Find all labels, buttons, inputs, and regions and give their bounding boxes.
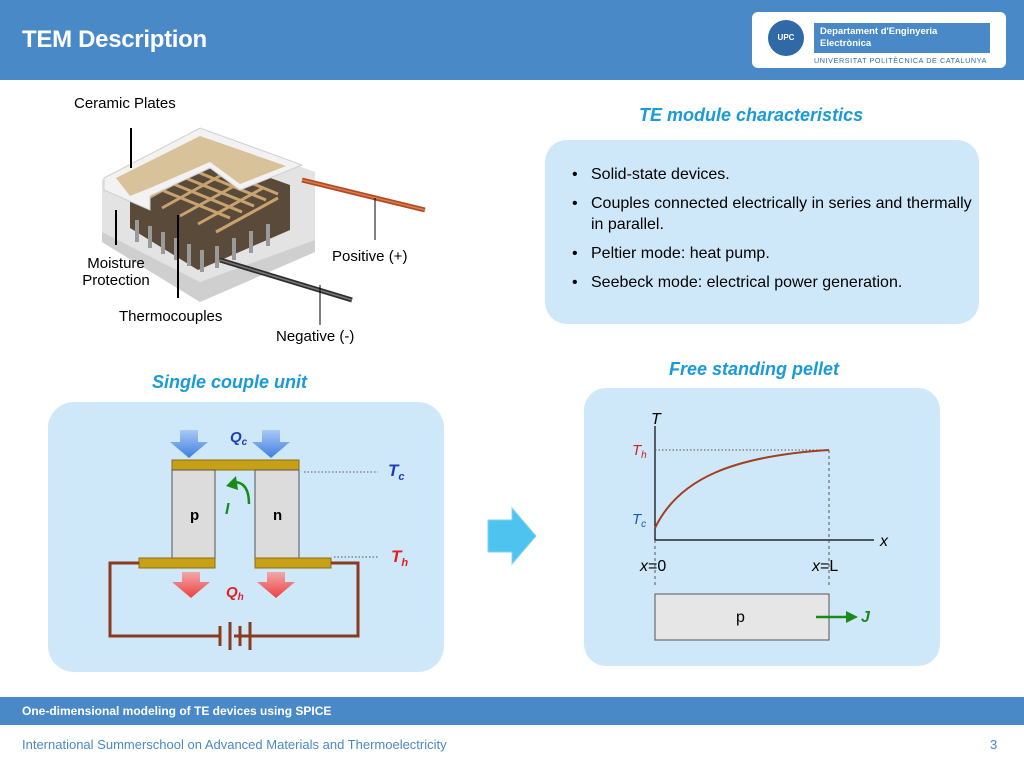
n-leg	[254, 469, 300, 559]
department-line-1: Departament d'Enginyeria	[820, 26, 938, 37]
label-positive: Positive (+)	[332, 248, 408, 265]
flux-arrow-icon	[846, 611, 858, 623]
label-ceramic-plates: Ceramic Plates	[74, 95, 176, 112]
single-couple-diagram: Qc Qh Tc Th p n I	[108, 429, 408, 650]
block-arrow-right-icon	[487, 506, 537, 566]
th-level-label: Th	[632, 442, 647, 461]
pellet-p-label: p	[736, 609, 745, 626]
footer-event: International Summerschool on Advanced M…	[22, 737, 447, 752]
qh-label: Qh	[226, 584, 244, 603]
footer-band	[0, 697, 1024, 725]
hot-heat-arrows	[172, 572, 295, 598]
cold-heat-arrows	[170, 430, 290, 458]
flux-label: J	[861, 609, 871, 626]
label-thermocouples: Thermocouples	[119, 308, 223, 325]
top-plate	[171, 459, 300, 471]
pellet-heading: Free standing pellet	[669, 359, 840, 379]
xl-label: x=L	[811, 558, 838, 575]
page-number: 3	[990, 737, 998, 752]
x-axis-label: x	[879, 533, 889, 550]
university-name: UNIVERSITAT POLITÈCNICA DE CATALUNYA	[814, 56, 987, 65]
current-label: I	[225, 501, 230, 518]
qc-label: Qc	[230, 429, 248, 448]
tc-label: Tc	[388, 461, 405, 483]
external-circuit-wire	[108, 561, 360, 638]
x0-label: x=0	[639, 558, 666, 575]
bullet-item: Solid-state devices.	[572, 164, 972, 185]
department-line-2: Electrònica	[820, 38, 872, 49]
single-couple-panel	[48, 402, 444, 672]
label-moisture-line-2: Protection	[82, 272, 150, 289]
bullet-item: Couples connected electrically in series…	[572, 193, 972, 235]
tc-level-label: Tc	[632, 511, 646, 530]
pellet-profile-diagram: T x Th Tc x=0 x=L p J	[632, 411, 889, 641]
characteristics-list: Solid-state devices. Couples connected e…	[572, 164, 972, 301]
characteristics-heading: TE module characteristics	[639, 105, 864, 125]
te-module-illustration	[102, 127, 426, 325]
label-negative: Negative (-)	[276, 328, 355, 345]
single-couple-heading: Single couple unit	[152, 372, 308, 392]
bullet-item: Peltier mode: heat pump.	[572, 243, 972, 264]
p-leg-label: p	[190, 507, 199, 524]
footer-topic: One-dimensional modeling of TE devices u…	[22, 704, 332, 718]
t-axis-label: T	[651, 411, 662, 428]
n-leg-label: n	[273, 507, 282, 524]
upc-seal-icon: UPC	[768, 20, 804, 56]
label-moisture-line-1: Moisture	[87, 255, 145, 272]
battery-icon	[214, 622, 262, 650]
temperature-curve	[654, 449, 830, 529]
bullet-item: Seebeck mode: electrical power generatio…	[572, 272, 972, 293]
department-logo: UPC Departament d'Enginyeria Electrònica…	[752, 12, 1006, 68]
department-name: Departament d'Enginyeria Electrònica	[814, 23, 990, 53]
bottom-plate-right	[254, 557, 332, 569]
page-title: TEM Description	[22, 26, 207, 53]
th-label: Th	[391, 547, 408, 569]
bottom-plate-left	[138, 557, 216, 569]
label-moisture-protection: Moisture Protection	[70, 255, 162, 289]
pellet-block	[654, 593, 830, 641]
p-leg	[171, 469, 216, 559]
